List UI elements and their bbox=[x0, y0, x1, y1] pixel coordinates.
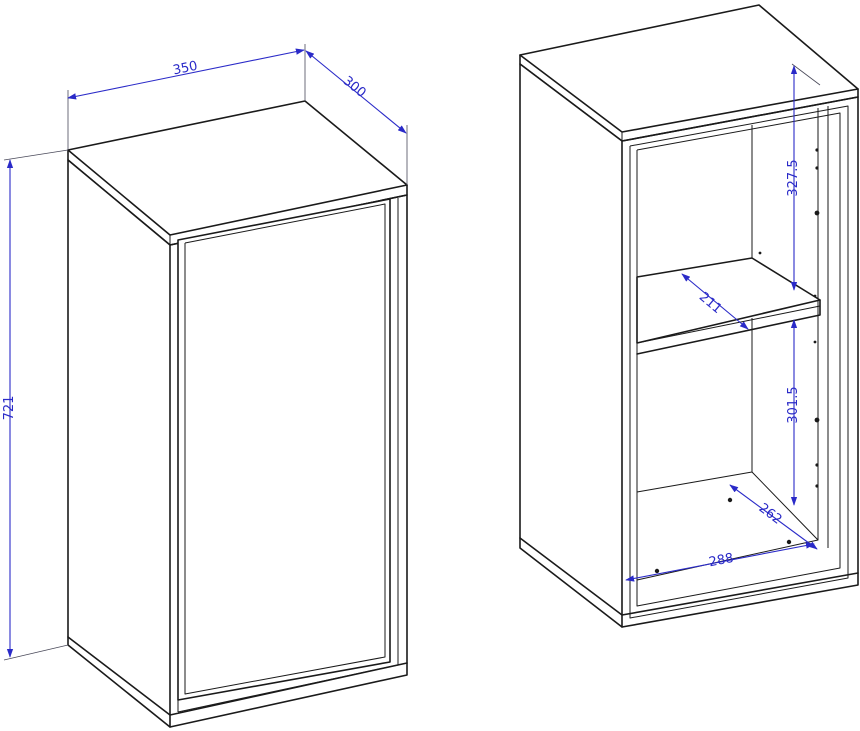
dimension-height: 721 bbox=[2, 159, 17, 658]
dimension-lower-compartment-label: 301.5 bbox=[786, 386, 801, 423]
closed-cabinet-side bbox=[67, 159, 171, 728]
dimension-inner-width: 288 bbox=[625, 542, 815, 582]
cabinet-door bbox=[177, 198, 391, 701]
dimension-height-label: 721 bbox=[2, 396, 17, 421]
dimension-inner-width-label: 288 bbox=[708, 551, 735, 570]
dimension-lower-compartment: 301.5 bbox=[786, 319, 801, 506]
dimension-depth-label: 300 bbox=[340, 74, 369, 101]
open-cabinet bbox=[519, 4, 859, 628]
dimension-upper-compartment: 327.5 bbox=[786, 63, 821, 291]
shelf bbox=[636, 257, 821, 344]
open-cabinet-side bbox=[519, 63, 623, 628]
dimension-width: 350 bbox=[67, 48, 305, 100]
closed-cabinet bbox=[3, 44, 408, 728]
dimension-bottom-depth-label: 262 bbox=[756, 501, 785, 528]
shelf-support-holes bbox=[654, 148, 820, 574]
dimension-upper-compartment-label: 327.5 bbox=[786, 159, 801, 196]
dimension-width-label: 350 bbox=[172, 59, 199, 79]
